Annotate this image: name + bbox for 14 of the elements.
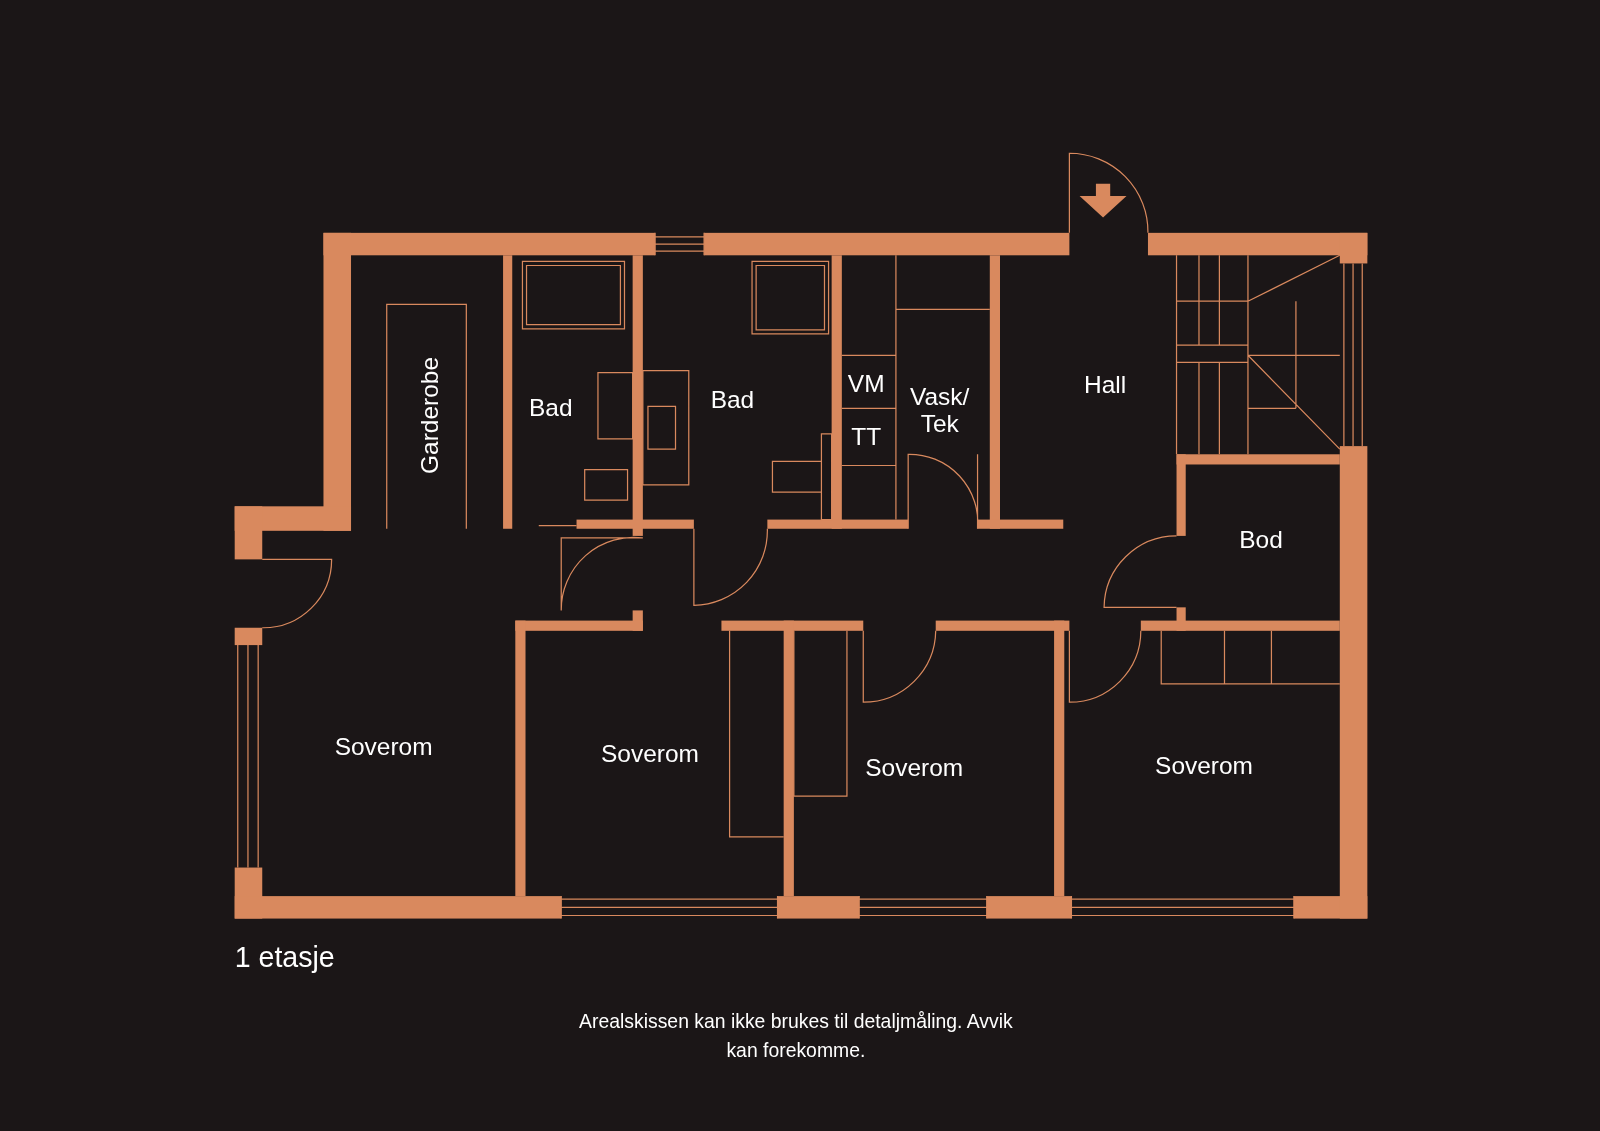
- room-label: Bod: [1239, 527, 1283, 555]
- room-label: Bad: [710, 386, 755, 414]
- room-label: Garderobe: [417, 356, 445, 474]
- room-label: Bad: [529, 394, 573, 422]
- room-label: Soverom: [865, 754, 964, 782]
- room-label: TT: [851, 424, 882, 452]
- room-label: Hall: [1084, 372, 1127, 400]
- room-label: Soverom: [1155, 752, 1253, 780]
- floor-title: 1 etasje: [234, 941, 335, 974]
- room-label: VM: [847, 371, 885, 399]
- room-label: Soverom: [334, 734, 433, 762]
- room-label: Vask/ Tek: [909, 384, 971, 439]
- room-label: Soverom: [601, 740, 699, 768]
- disclaimer-note: Arealskissen kan ikke brukes til detaljmåling. Avvik kan forekomme.: [578, 1009, 1014, 1064]
